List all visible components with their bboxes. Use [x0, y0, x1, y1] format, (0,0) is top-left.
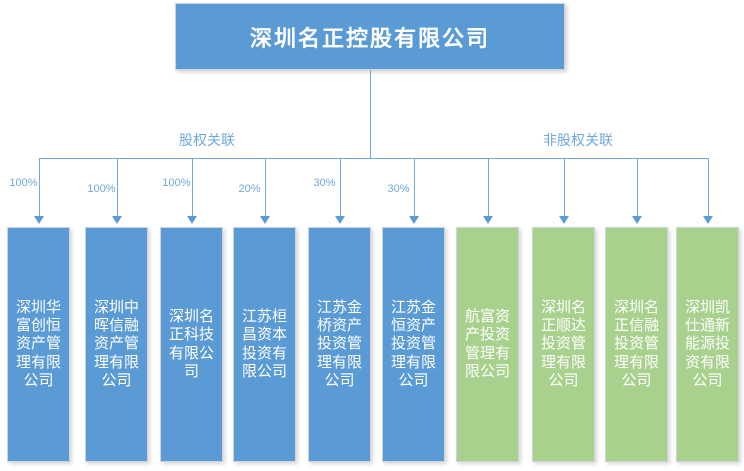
subsidiary-box[interactable]: 深圳名正顺达投资管理有限公司: [532, 227, 595, 462]
node-drop-connector: [413, 158, 415, 218]
node-drop-connector: [707, 158, 709, 218]
ownership-percent-label: 20%: [238, 183, 261, 195]
subsidiary-box[interactable]: 深圳中晖信融资产管理有限公司: [85, 227, 148, 462]
group-label-equity: 股权关联: [179, 132, 235, 148]
ownership-percent-label: 30%: [387, 183, 410, 195]
subsidiary-label: 深圳名正顺达投资管理有限公司: [540, 298, 586, 389]
ownership-percent-label: 100%: [162, 177, 191, 189]
node-drop-connector: [191, 158, 193, 218]
arrow-down-icon: [702, 216, 713, 224]
subsidiary-label: 江苏金恒资产投资管理有限公司: [390, 298, 436, 389]
subsidiary-label: 深圳中晖信融资产管理有限公司: [93, 298, 139, 389]
arrow-down-icon: [482, 216, 493, 224]
subsidiary-box[interactable]: 深圳华富创恒资产管理有限公司: [7, 227, 70, 462]
arrow-down-icon: [111, 216, 122, 224]
subsidiary-label: 航富资产投资管理有限公司: [464, 307, 510, 380]
subsidiary-label: 深圳凯仕通新能源投资有限公司: [684, 298, 730, 389]
horizontal-bus-connector: [38, 158, 708, 159]
arrow-down-icon: [631, 216, 642, 224]
subsidiary-box[interactable]: 深圳名正科技有限公司: [160, 227, 223, 462]
arrow-down-icon: [334, 216, 345, 224]
ownership-percent-label: 30%: [313, 177, 336, 189]
subsidiary-label: 江苏金桥资产投资管理有限公司: [316, 298, 362, 389]
arrow-down-icon: [186, 216, 197, 224]
node-drop-connector: [563, 158, 565, 218]
subsidiary-box[interactable]: 深圳凯仕通新能源投资有限公司: [676, 227, 739, 462]
subsidiary-box[interactable]: 深圳名正信融投资管理有限公司: [605, 227, 668, 462]
arrow-down-icon: [558, 216, 569, 224]
subsidiary-box[interactable]: 航富资产投资管理有限公司: [456, 227, 519, 462]
arrow-down-icon: [259, 216, 270, 224]
node-drop-connector: [339, 158, 341, 218]
subsidiary-box[interactable]: 江苏金桥资产投资管理有限公司: [308, 227, 371, 462]
trunk-connector: [370, 70, 371, 158]
node-drop-connector: [487, 158, 489, 218]
arrow-down-icon: [408, 216, 419, 224]
subsidiary-box[interactable]: 江苏桓昌资本投资有限公司: [233, 227, 296, 462]
subsidiary-label: 江苏桓昌资本投资有限公司: [241, 307, 287, 380]
root-company-label: 深圳名正控股有限公司: [249, 25, 490, 51]
subsidiary-label: 深圳名正科技有限公司: [168, 307, 214, 380]
subsidiary-label: 深圳名正信融投资管理有限公司: [613, 298, 659, 389]
node-drop-connector: [38, 158, 40, 218]
node-drop-connector: [636, 158, 638, 218]
arrow-down-icon: [33, 216, 44, 224]
ownership-percent-label: 100%: [9, 177, 38, 189]
root-company-box[interactable]: 深圳名正控股有限公司: [175, 3, 565, 70]
subsidiary-box[interactable]: 江苏金恒资产投资管理有限公司: [382, 227, 445, 462]
group-label-non-equity: 非股权关联: [543, 132, 613, 148]
node-drop-connector: [264, 158, 266, 218]
subsidiary-label: 深圳华富创恒资产管理有限公司: [15, 298, 61, 389]
node-drop-connector: [116, 158, 118, 218]
ownership-percent-label: 100%: [87, 183, 116, 195]
